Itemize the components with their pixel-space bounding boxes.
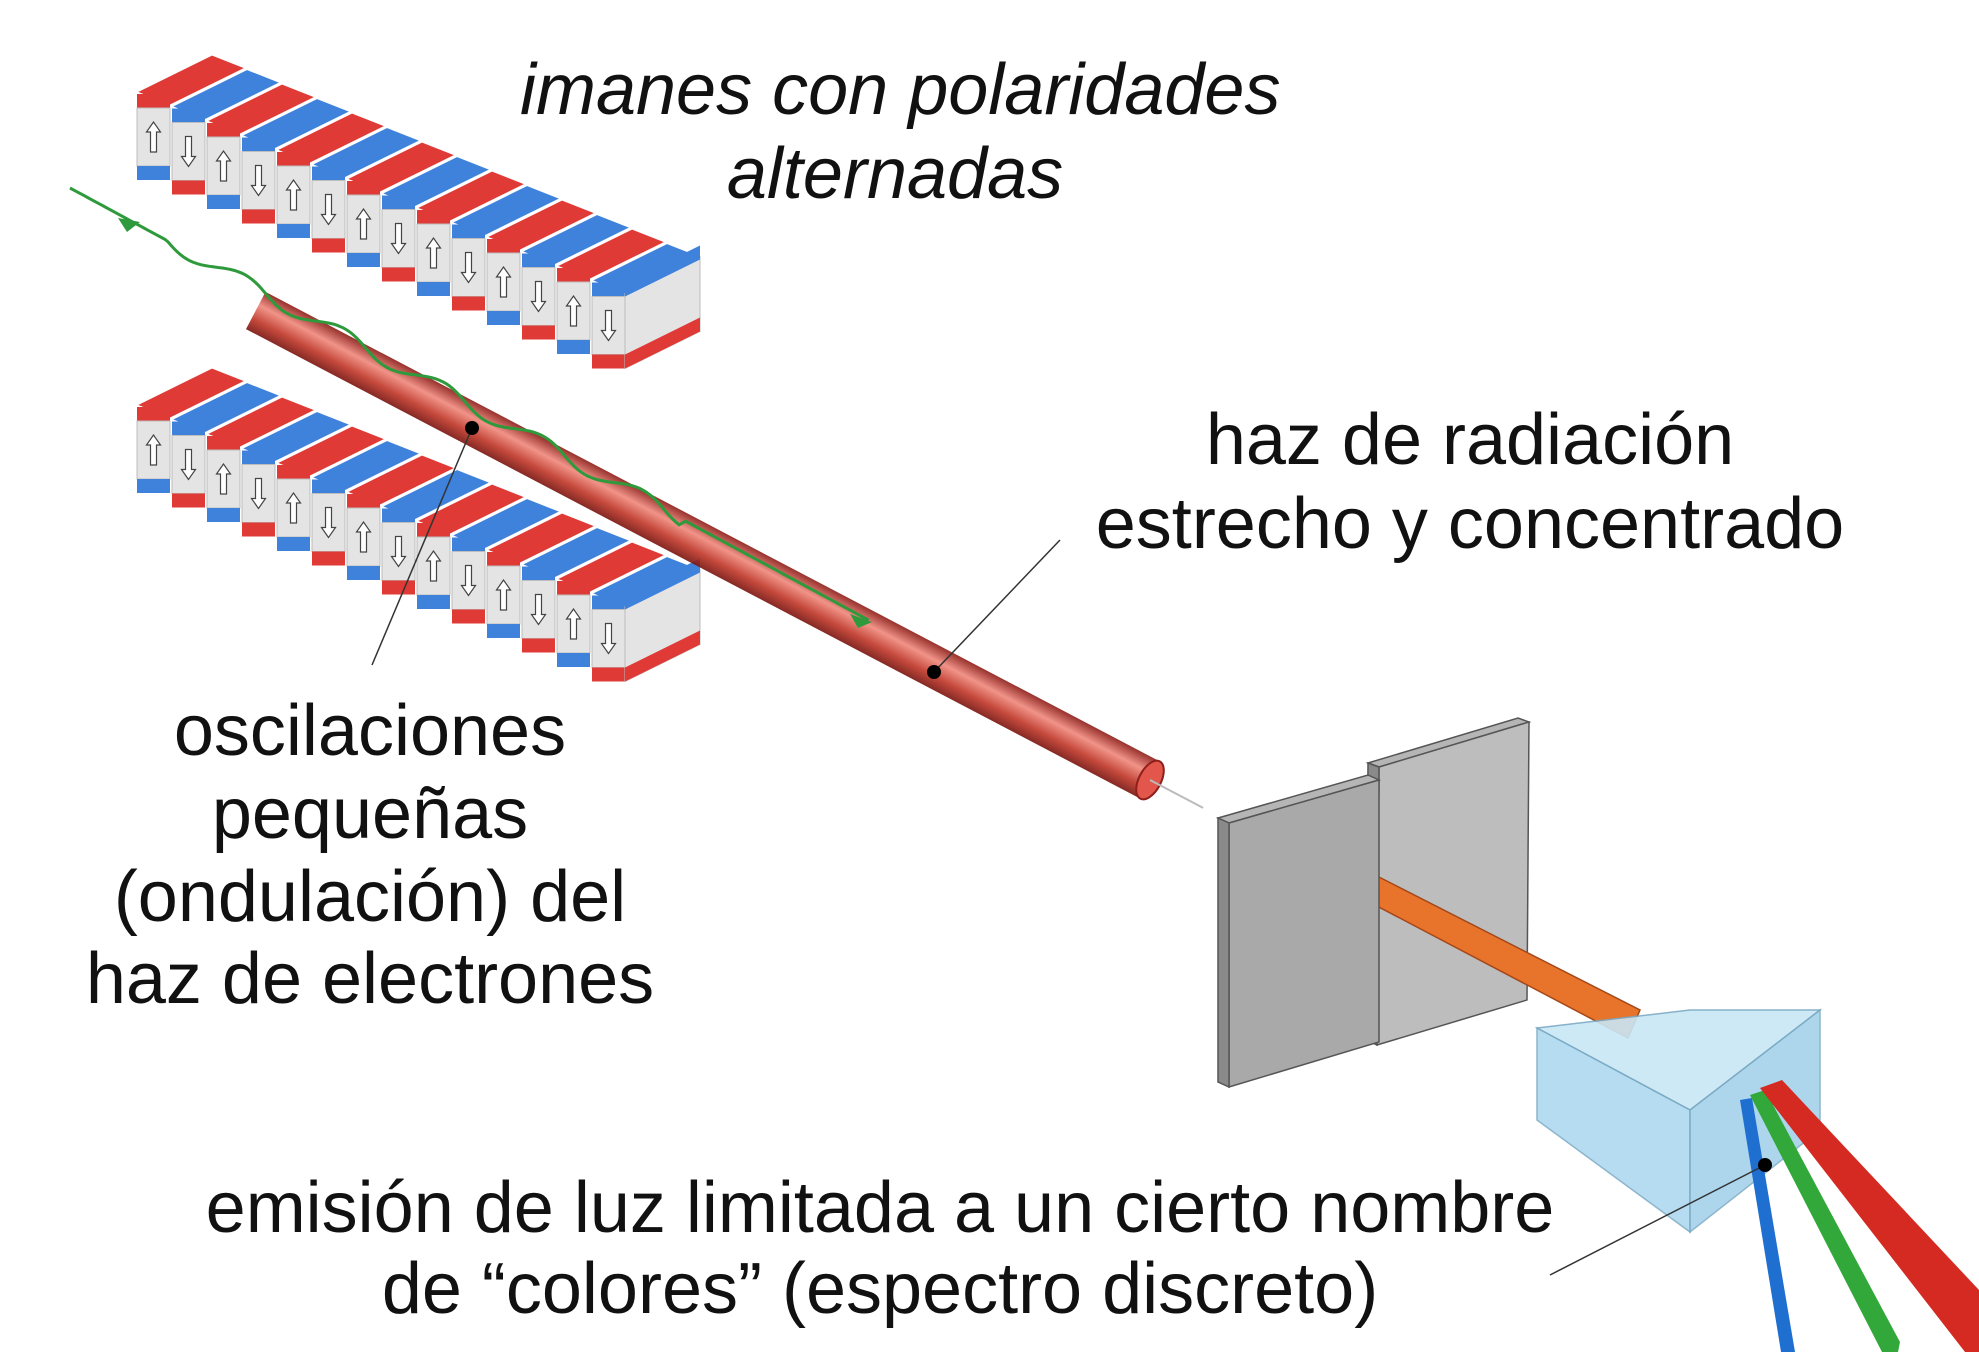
polarity-up-arrow bbox=[495, 265, 512, 298]
spectrum-marker-dot bbox=[1758, 1158, 1772, 1172]
prism bbox=[1534, 1008, 1823, 1234]
polarity-up-arrow bbox=[215, 149, 232, 182]
spectrum-green bbox=[1750, 1090, 1900, 1352]
magnet-block bbox=[345, 454, 457, 580]
magnet-block bbox=[485, 199, 597, 325]
upper-magnet-row bbox=[135, 54, 702, 370]
polarity-down-arrow bbox=[600, 622, 617, 655]
magnet-block bbox=[170, 68, 282, 195]
magnet-block bbox=[485, 512, 597, 638]
polarity-down-arrow bbox=[390, 222, 407, 255]
spectrum-red bbox=[1760, 1080, 1979, 1352]
magnets-label-line-2: alternadas bbox=[726, 134, 1064, 215]
polarity-down-arrow bbox=[250, 477, 267, 510]
spectrum bbox=[1740, 1080, 1979, 1352]
polarity-down-arrow bbox=[390, 535, 407, 568]
electron-arrow-start bbox=[118, 218, 140, 232]
magnet-block bbox=[240, 97, 352, 224]
magnet-block bbox=[520, 213, 632, 340]
polarity-down-arrow bbox=[600, 309, 617, 342]
polarity-down-arrow bbox=[320, 193, 337, 226]
magnet-block bbox=[590, 242, 702, 369]
magnet-block bbox=[205, 396, 317, 522]
polarity-down-arrow bbox=[320, 506, 337, 539]
magnet-row-end-face bbox=[624, 245, 701, 370]
oscillation-marker-dot bbox=[465, 421, 479, 435]
magnet-block bbox=[415, 170, 527, 296]
magnets-label-line-1: imanes con polaridades bbox=[520, 50, 1281, 130]
polarity-up-arrow bbox=[425, 549, 442, 582]
electron-arrow-end bbox=[850, 614, 872, 628]
magnet-block bbox=[555, 541, 667, 667]
polarity-up-arrow bbox=[355, 207, 372, 240]
magnet-block bbox=[380, 468, 492, 595]
polarity-up-arrow bbox=[285, 178, 302, 211]
lower-magnet-row bbox=[135, 367, 702, 683]
leader-lines bbox=[371, 421, 1772, 1276]
beam-label-line-2: estrecho y concentrado bbox=[1095, 484, 1845, 565]
polarity-down-arrow bbox=[180, 448, 197, 481]
magnet-block bbox=[520, 526, 632, 653]
magnet-block bbox=[275, 425, 387, 551]
emission-label-line-1: emisión de luz limitada a un cierto nomb… bbox=[205, 1168, 1555, 1248]
polarity-up-arrow bbox=[355, 520, 372, 553]
polarity-up-arrow bbox=[285, 491, 302, 524]
polarity-up-arrow bbox=[215, 462, 232, 495]
magnet-block bbox=[135, 367, 247, 493]
polarity-down-arrow bbox=[460, 251, 477, 284]
polarity-up-arrow bbox=[145, 433, 162, 466]
oscillation-label-line-4: haz de electrones bbox=[85, 939, 655, 1020]
magnet-block bbox=[380, 155, 492, 282]
spectrum-blue bbox=[1740, 1098, 1795, 1352]
polarity-up-arrow bbox=[565, 294, 582, 327]
polarity-up-arrow bbox=[145, 120, 162, 153]
magnet-block bbox=[310, 126, 422, 253]
emission-label: emisión de luz limitada a un cierto nomb… bbox=[180, 1168, 1580, 1329]
magnet-block bbox=[555, 228, 667, 354]
polarity-down-arrow bbox=[180, 135, 197, 168]
polarity-up-arrow bbox=[495, 578, 512, 611]
magnets-label: imanes con polaridades alternadas bbox=[520, 48, 1281, 216]
magnet-row-end-face bbox=[624, 558, 701, 683]
polarity-down-arrow bbox=[250, 164, 267, 197]
oscillation-label-line-1: oscilaciones bbox=[173, 691, 567, 771]
emission-label-line-2: de “colores” (espectro discreto) bbox=[381, 1248, 1379, 1329]
beam-label: haz de radiación estrecho y concentrado bbox=[1090, 398, 1850, 566]
beam-label-line-1: haz de radiación bbox=[1205, 400, 1735, 480]
beam-marker-dot bbox=[927, 665, 941, 679]
polarity-down-arrow bbox=[460, 564, 477, 597]
magnet-block bbox=[170, 381, 282, 508]
electron-path bbox=[69, 186, 872, 628]
magnet-block bbox=[205, 83, 317, 209]
magnet-block bbox=[275, 112, 387, 238]
oscillation-label: oscilaciones pequeñas (ondulación) del h… bbox=[60, 690, 680, 1021]
magnet-block bbox=[240, 410, 352, 537]
oscillation-label-line-3: (ondulación) del bbox=[113, 856, 627, 937]
magnet-block bbox=[450, 184, 562, 311]
magnet-block bbox=[135, 54, 247, 180]
magnet-block bbox=[450, 497, 562, 624]
polarity-up-arrow bbox=[425, 236, 442, 269]
polarity-down-arrow bbox=[530, 593, 547, 626]
magnet-block bbox=[590, 555, 702, 682]
polarity-up-arrow bbox=[565, 607, 582, 640]
magnet-block bbox=[345, 141, 457, 267]
magnet-block bbox=[310, 439, 422, 566]
oscillation-label-line-2: pequeñas bbox=[211, 773, 529, 854]
polarity-down-arrow bbox=[530, 280, 547, 313]
